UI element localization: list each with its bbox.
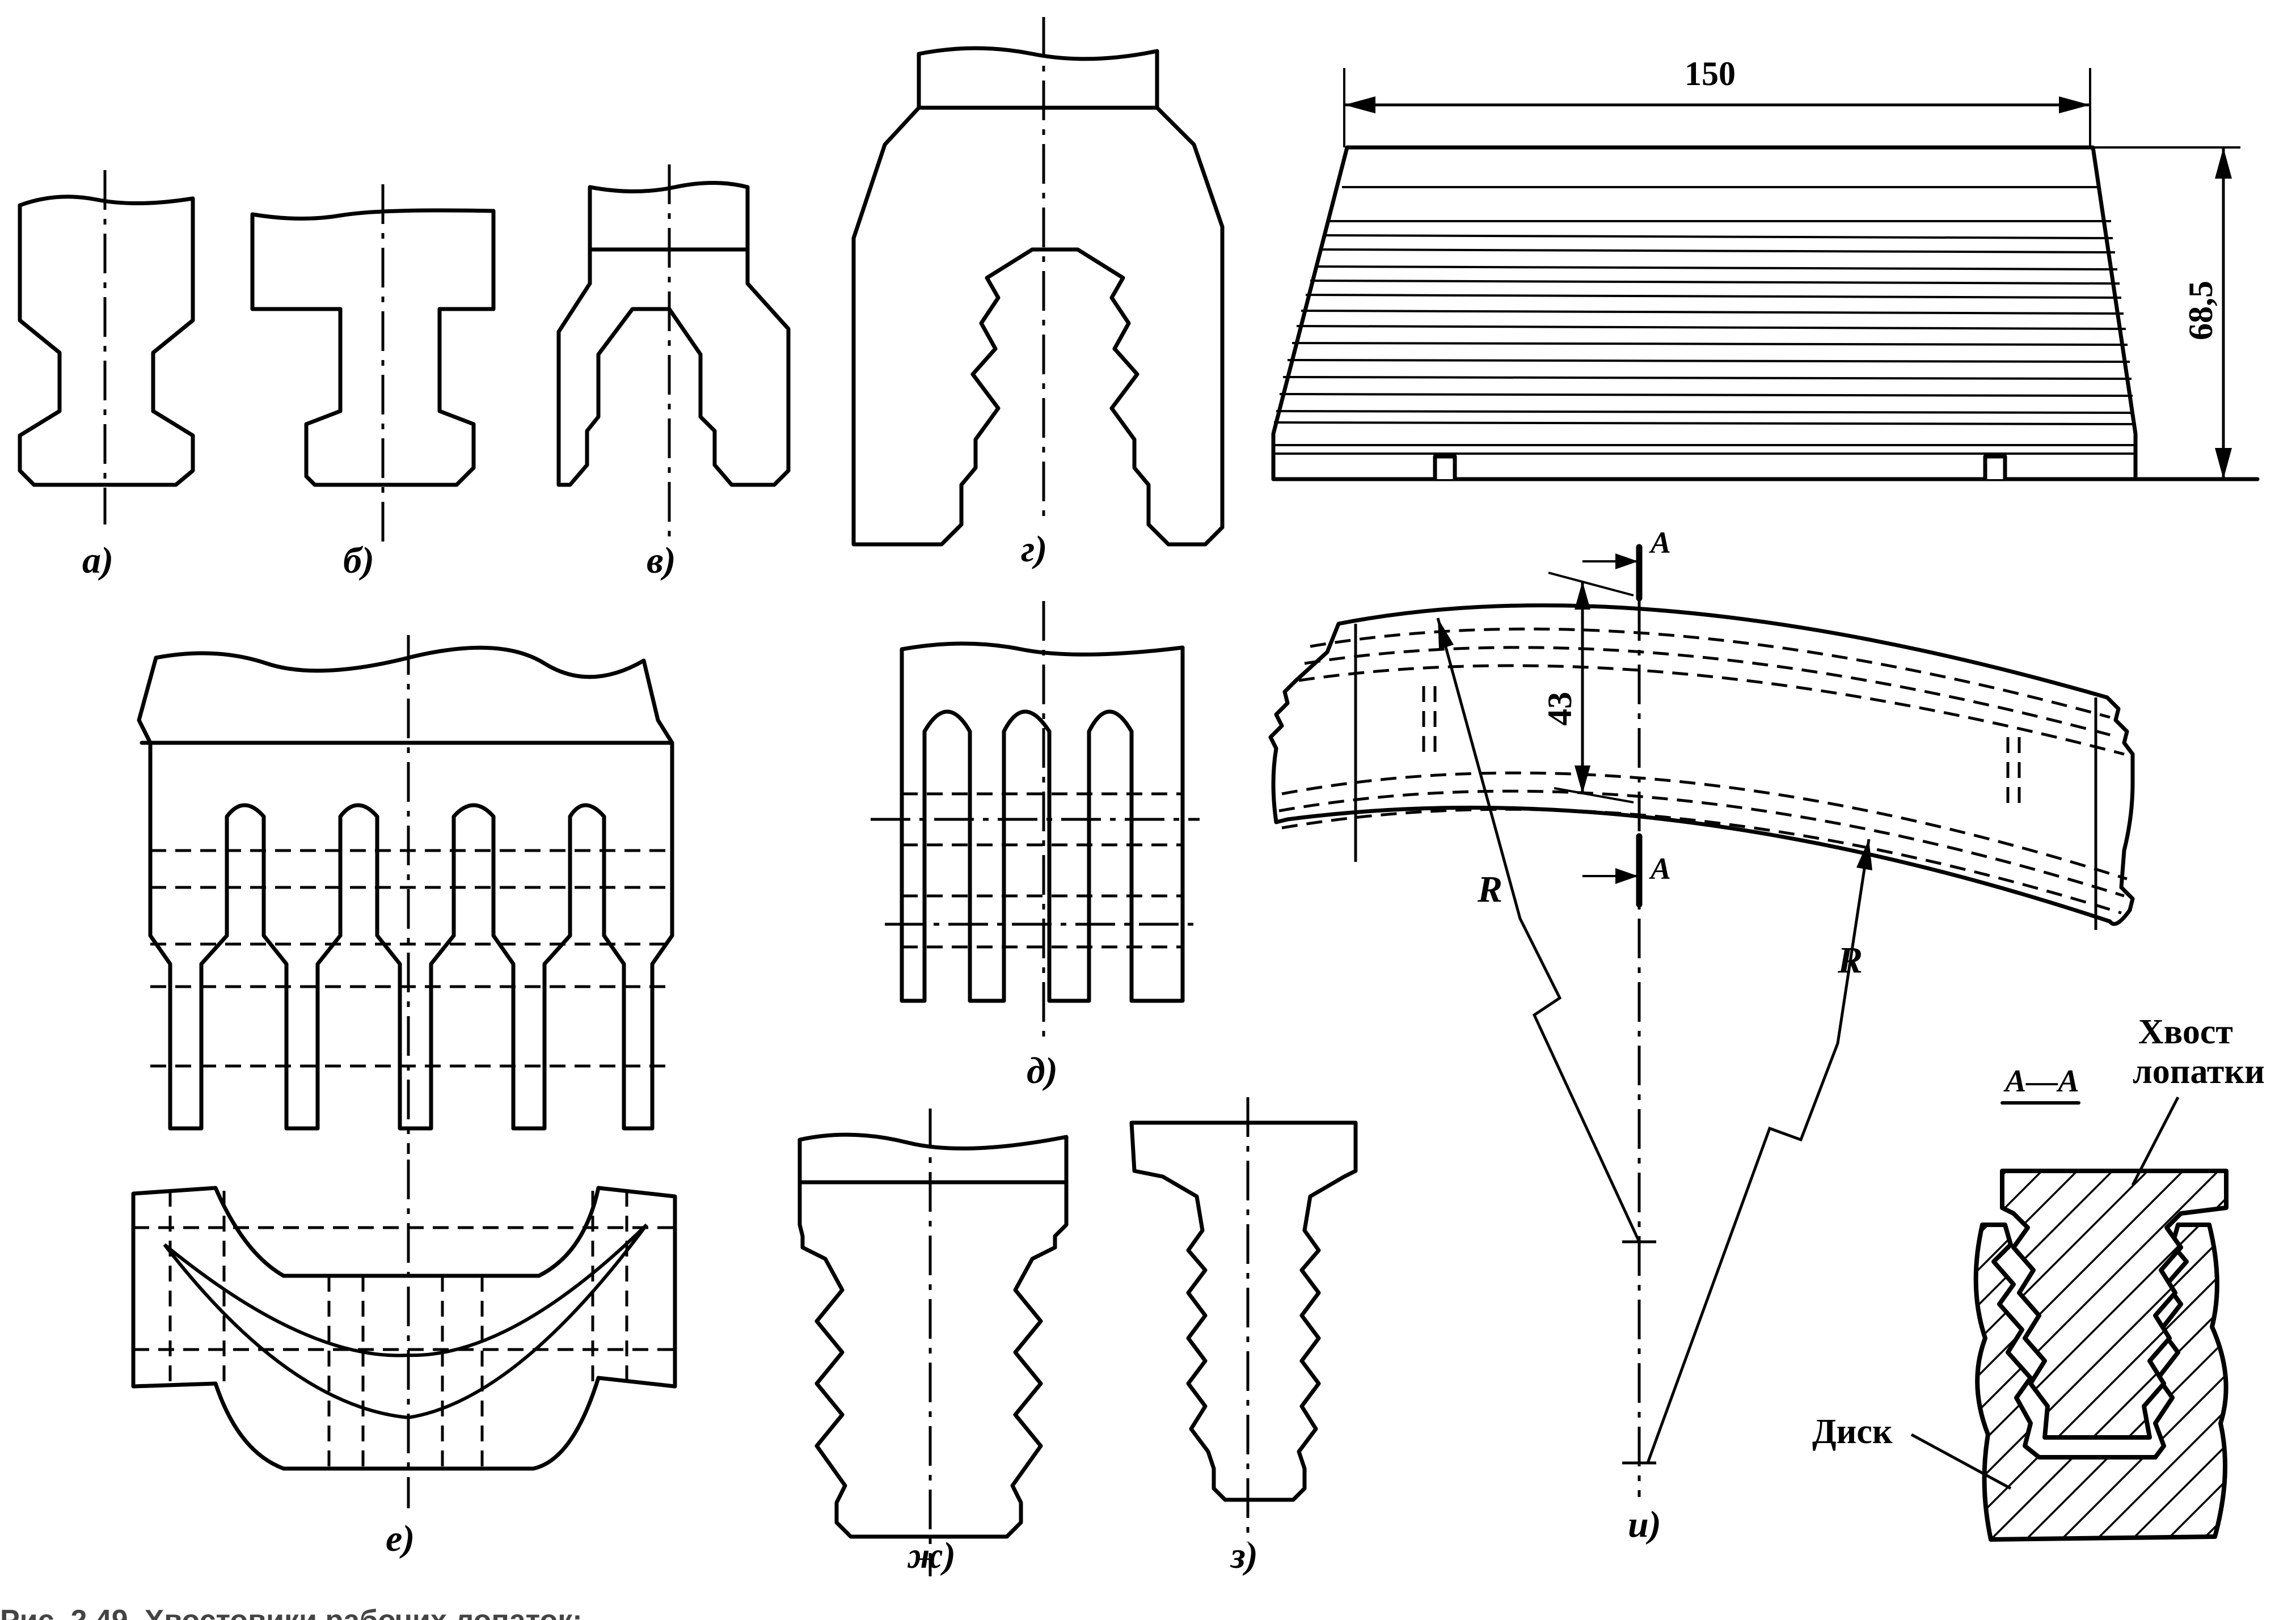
- root-i-plan: A A 43 R R и): [1268, 526, 2135, 1545]
- label-i: и): [1628, 1504, 1661, 1545]
- radius-label-left: R: [1477, 869, 1502, 910]
- section-title: А—А: [2003, 1064, 2079, 1099]
- root-zh-drawing: ж): [797, 1109, 1069, 1576]
- root-g-drawing: г): [851, 17, 1225, 570]
- dim-height: 68,5: [2182, 281, 2219, 340]
- figure-caption: Рис. 2.49. Хвостовики рабочих лопаток:: [0, 1604, 583, 1620]
- root-v-drawing: в): [556, 164, 791, 581]
- radius-label-right: R: [1837, 940, 1863, 981]
- disk-label: Диск: [1812, 1412, 1893, 1451]
- label-zh: ж): [907, 1535, 956, 1576]
- section-a-a: А—А Хвост лопатки Диск: [1812, 1013, 2265, 1542]
- root-b-drawing: б): [250, 184, 496, 581]
- label-b: б): [343, 540, 374, 581]
- root-a-drawing: а): [18, 170, 195, 581]
- label-e: е): [386, 1518, 415, 1559]
- root-i-elevation: 150 68,5: [1271, 55, 2260, 481]
- dim-width: 150: [1685, 55, 1736, 92]
- label-a: а): [82, 540, 113, 581]
- root-e-plan: е): [131, 1160, 677, 1559]
- label-g: г): [1021, 528, 1047, 570]
- blade-tail-label-line2: лопатки: [2133, 1052, 2265, 1091]
- label-v: в): [647, 540, 676, 581]
- section-mark-bottom: A: [1649, 852, 1671, 886]
- label-z: з): [1230, 1535, 1258, 1576]
- root-z-drawing: з): [1129, 1097, 1358, 1576]
- blade-tail-label-line1: Хвост: [2138, 1013, 2233, 1051]
- label-d: д): [1027, 1050, 1058, 1092]
- root-e-drawing: [137, 635, 674, 1154]
- blade-tail-section: [2000, 1169, 2229, 1440]
- root-d-drawing: д): [871, 601, 1200, 1092]
- section-mark-top: A: [1649, 526, 1671, 560]
- dim-depth: 43: [1541, 692, 1578, 726]
